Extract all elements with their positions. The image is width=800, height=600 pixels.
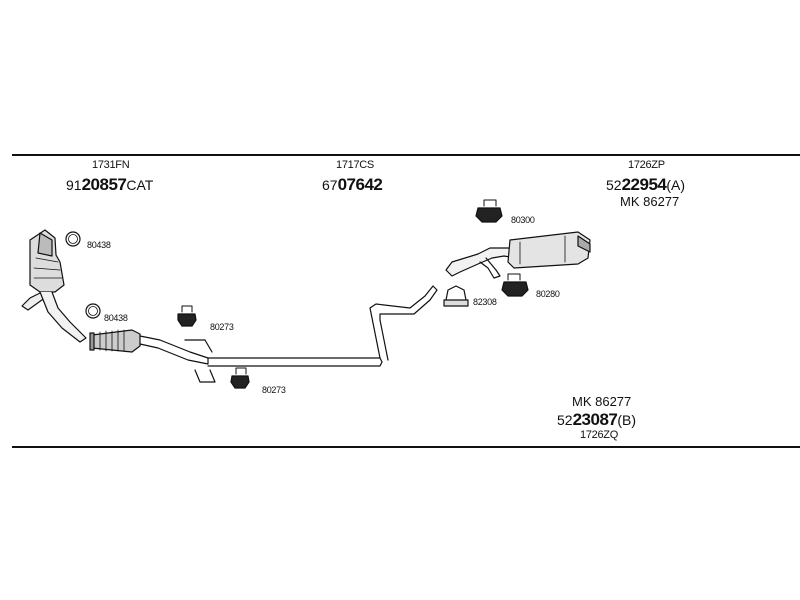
- rear-a-code-prefix: 52: [606, 177, 622, 193]
- front-ref-label: 1731FN: [92, 159, 130, 171]
- rear-a-code-bold: 22954: [621, 175, 667, 194]
- rear-b-kit-label: MK 86277: [572, 394, 632, 409]
- rear-a-code-suffix: (A): [666, 177, 686, 193]
- front-code-suffix: CAT: [126, 177, 154, 193]
- part-label-clamp-top: 80438: [87, 240, 111, 250]
- part-label-hanger-front-lower: 80273: [262, 385, 286, 395]
- part-label-hanger-front: 80273: [210, 322, 234, 332]
- middle-code-bold: 07642: [337, 175, 383, 194]
- clamp-lower-icon: [85, 303, 101, 319]
- front-part-code: 9120857CAT: [66, 176, 153, 193]
- rear-b-ref-label: 1726ZQ: [580, 429, 618, 441]
- part-label-hanger-rear: 80280: [536, 289, 560, 299]
- hanger-rear-icon: [501, 273, 529, 297]
- front-code-bold: 20857: [81, 175, 127, 194]
- part-label-hanger-rear-top: 80300: [511, 215, 535, 225]
- middle-code-prefix: 67: [322, 177, 338, 193]
- part-label-clamp-lower: 80438: [104, 313, 128, 323]
- hanger-front-lower-icon: [230, 367, 250, 389]
- hanger-rear-top-icon: [475, 199, 503, 223]
- middle-part-code: 6707642: [322, 175, 383, 194]
- hanger-front-icon: [177, 305, 197, 327]
- catalytic-converter: [21, 229, 87, 343]
- clamp-top-icon: [65, 231, 81, 247]
- rear-b-part-code: 5223087(B): [557, 411, 636, 428]
- front-pipe: [89, 329, 216, 383]
- rear-silencer: [445, 231, 591, 279]
- bottom-rule: [12, 446, 800, 448]
- rear-b-code-prefix: 52: [557, 412, 573, 428]
- part-label-clamp-rear: 82308: [473, 297, 497, 307]
- clamp-rear-icon: [443, 285, 469, 307]
- rear-b-code-suffix: (B): [617, 412, 637, 428]
- middle-pipe: [207, 285, 438, 367]
- front-code-prefix: 91: [66, 177, 82, 193]
- rear-a-kit-label: MK 86277: [620, 194, 680, 209]
- rear-a-part-code: 5222954(A): [606, 176, 685, 193]
- middle-ref-label: 1717CS: [336, 159, 374, 171]
- rear-a-ref-label: 1726ZP: [628, 159, 665, 171]
- top-rule: [12, 154, 800, 156]
- rear-b-code-bold: 23087: [572, 410, 618, 429]
